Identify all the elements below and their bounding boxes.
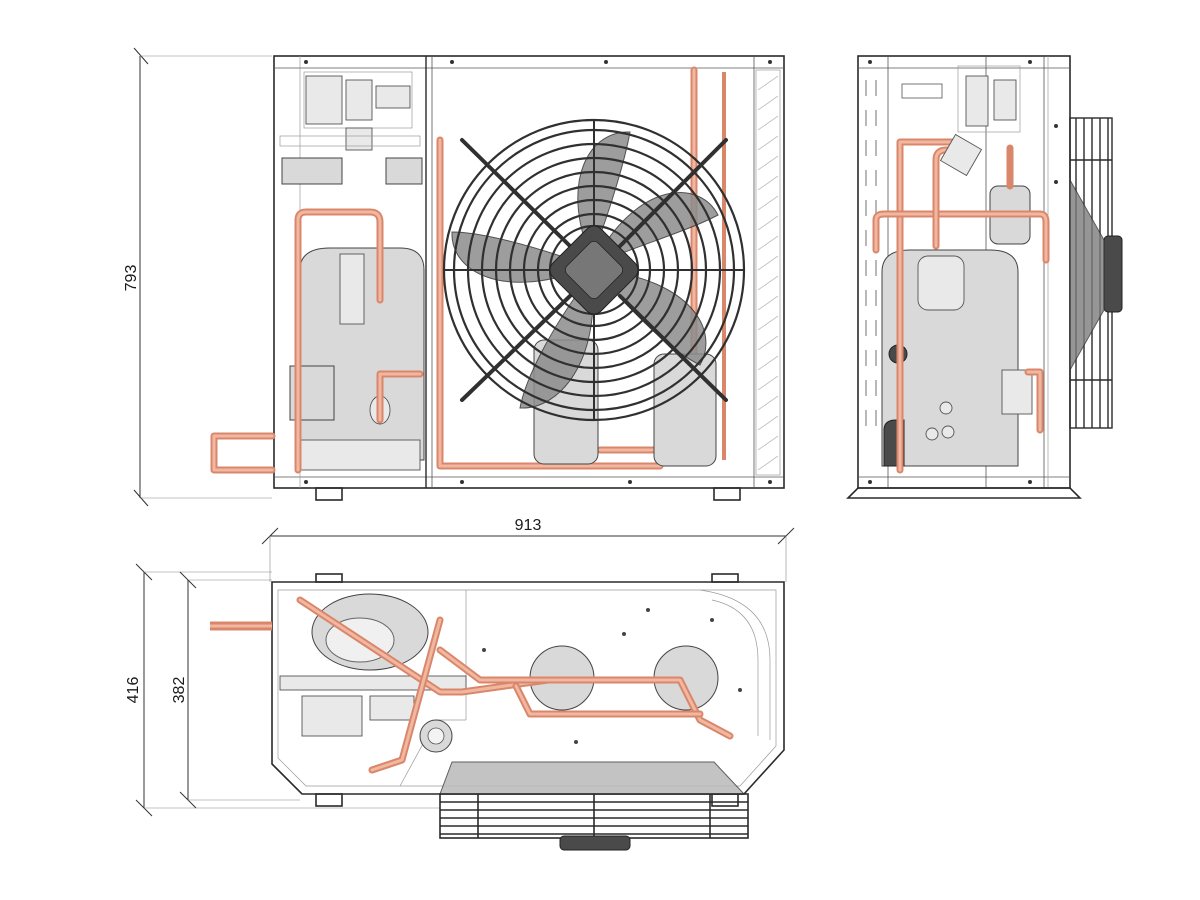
receiver-tank-2 [653,353,717,467]
refrigerant-pipes-side [872,138,1050,474]
height-label: 793 [123,265,140,292]
compressor-front [289,247,425,471]
front-foot-left [315,487,343,501]
top-view [210,573,785,851]
refrigerant-pipes-top [210,596,734,774]
depth-total-label: 416 [125,677,142,704]
dimension-height: 793 [123,47,272,507]
front-cabinet-outline [273,55,785,489]
capacitor-right [385,157,423,185]
condenser-coil-front [755,69,781,476]
front-view [210,55,785,501]
condenser-fan-top [439,761,749,851]
front-foot-right [713,487,741,501]
condenser-fan-front [442,118,746,422]
capacitor-left [281,157,343,185]
depth-body-label: 382 [171,677,188,704]
dimension-depth: 416 382 [125,563,440,817]
compressor-side [881,249,1019,467]
width-label: 913 [515,517,542,534]
fan-motor-side [1103,235,1123,313]
fan-motor-top [559,835,631,851]
dimension-width: 913 [261,517,795,582]
electrical-panel [279,71,423,185]
side-view [846,55,1123,499]
condenser-fan-side [1069,117,1123,429]
side-base [846,487,1082,499]
